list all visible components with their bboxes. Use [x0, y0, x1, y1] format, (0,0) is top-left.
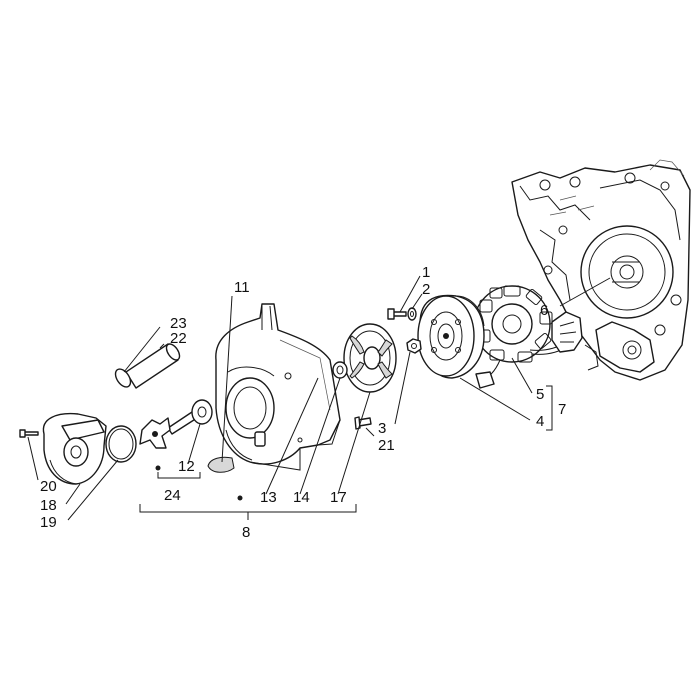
key-pin [207, 456, 235, 473]
hose-pipe [114, 343, 181, 389]
label-19: 19 [40, 514, 57, 531]
cover-screw [19, 429, 39, 438]
label-5: 5 [536, 386, 544, 403]
label-1: 1 [422, 264, 430, 281]
label-20: 20 [40, 478, 57, 495]
label-13: 13 [260, 489, 277, 506]
cover-housing [215, 303, 341, 471]
cooling-fan [343, 323, 397, 393]
label-8: 8 [242, 524, 250, 541]
label-17: 17 [330, 489, 347, 506]
label-12: 12 [178, 458, 195, 475]
flywheel [417, 294, 485, 379]
engine-crankcase [511, 159, 691, 381]
label-24: 24 [164, 487, 181, 504]
label-21: 21 [378, 437, 395, 454]
o-ring [105, 425, 137, 463]
label-18: 18 [40, 497, 57, 514]
stud-bolt [354, 416, 372, 430]
pump-shaft [167, 399, 213, 435]
label-7: 7 [558, 401, 566, 418]
label-2: 2 [422, 281, 430, 298]
leader-lines [27, 275, 611, 521]
label-4: 4 [536, 413, 544, 430]
impeller [139, 417, 171, 449]
label-11: 11 [234, 279, 250, 296]
label-14: 14 [293, 489, 310, 506]
callout-labels: 1 2 3 4 5 6 7 8 11 12 13 14 17 18 19 20 … [40, 264, 566, 541]
label-3: 3 [378, 420, 386, 437]
label-22: 22 [170, 330, 187, 347]
wiring-harness [475, 311, 583, 389]
label-6: 6 [540, 302, 548, 319]
label-23: 23 [170, 315, 187, 332]
flywheel-nut [406, 338, 422, 354]
stator [473, 285, 553, 363]
pump-cover [42, 412, 107, 485]
screw-and-washer [387, 307, 417, 321]
